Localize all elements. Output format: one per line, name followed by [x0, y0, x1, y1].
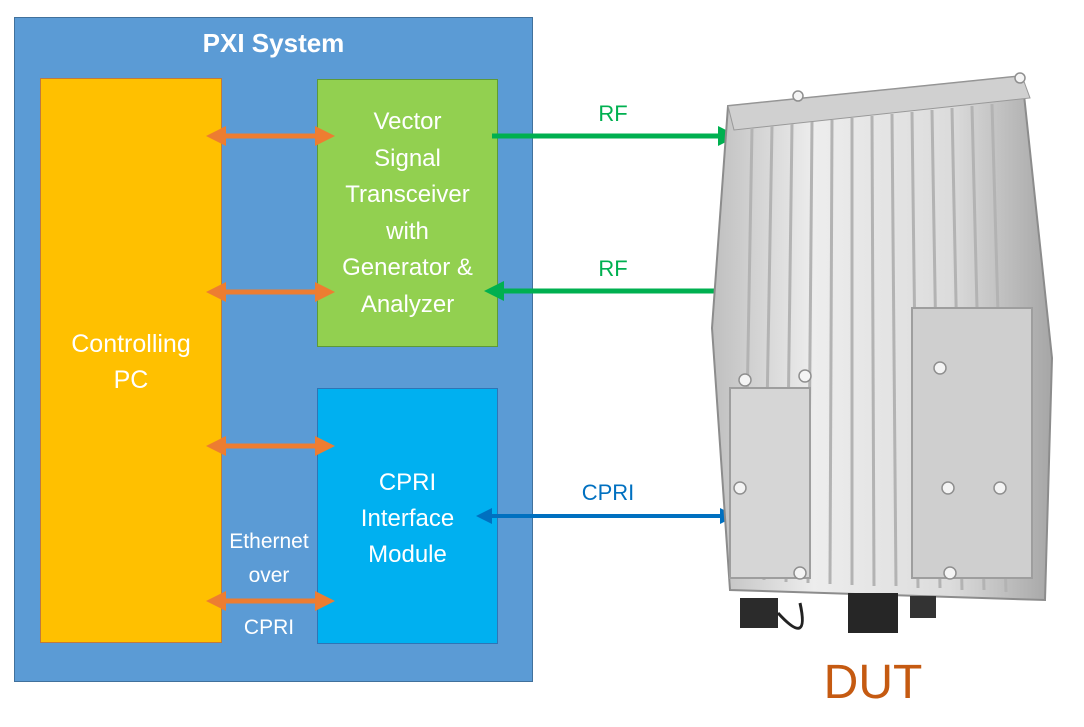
ethernet-label-line-1: Ethernet — [229, 530, 309, 553]
cpri-link-label: CPRI — [581, 480, 635, 505]
vst-label-line-2: Signal — [374, 144, 441, 172]
cpri-interface-module-box — [317, 388, 498, 644]
vst-label-line-6: Analyzer — [360, 290, 455, 318]
dut-radio-unit-image — [710, 72, 1054, 633]
vst-label-line-3: Transceiver — [345, 181, 470, 208]
rf-in-label: RF — [598, 256, 628, 281]
vst-label-line-5: Generator & — [342, 254, 473, 281]
vst-label-line-4: with — [386, 217, 429, 245]
ethernet-label-line-2: over — [248, 564, 290, 587]
rf-out-label: RF — [598, 101, 628, 126]
cpri-module-label: CPRI Interface Module — [317, 465, 498, 573]
vst-label: Vector Signal Transceiver with Generator… — [317, 104, 498, 323]
controlling-pc-box — [40, 78, 222, 643]
cpri-label-line-3: Module — [368, 541, 447, 568]
vector-signal-transceiver-box — [317, 79, 498, 347]
dut-label: DUT — [823, 656, 923, 709]
vst-label-line-1: Vector — [373, 108, 442, 135]
pc-label-line-2: PC — [113, 366, 149, 394]
controlling-pc-label: Controlling PC — [40, 326, 222, 398]
pxi-system-title: PXI System — [202, 28, 345, 58]
cpri-label-line-1: CPRI — [378, 469, 437, 496]
ethernet-label-line-3: CPRI — [243, 616, 295, 639]
pc-label-line-1: Controlling — [71, 330, 191, 358]
cpri-label-line-2: Interface — [360, 505, 455, 532]
